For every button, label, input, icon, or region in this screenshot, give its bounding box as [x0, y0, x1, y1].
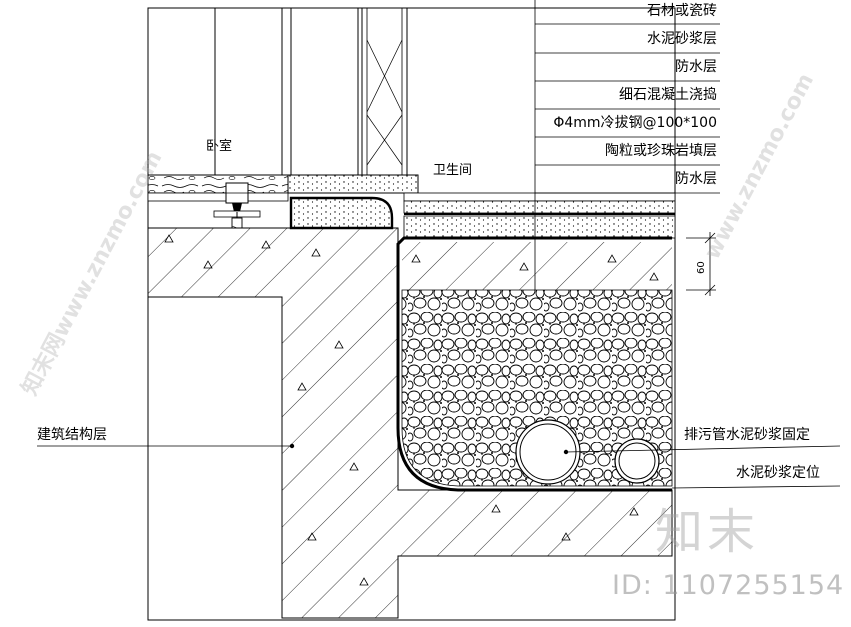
bedroom-label: 卧室 [206, 139, 233, 154]
callout-pipe-fix: 排污管水泥砂浆固定 [684, 427, 810, 443]
leader-lines [37, 443, 841, 489]
layer-label-fine-concrete: 细石混凝土浇捣 [619, 87, 717, 103]
layer-label-mortar: 水泥砂浆层 [647, 31, 717, 47]
layer-label-steel-mesh: Φ4mm冷拔钢@100*100 [553, 115, 717, 131]
dimension-label: 60 [696, 261, 707, 274]
layer-label-waterproof-1: 防水层 [675, 59, 717, 75]
layer-table [534, 0, 720, 290]
bathroom-floor-layers [396, 192, 676, 492]
watermark-id: ID: 1107255154 [612, 570, 845, 601]
callout-mortar-position: 水泥砂浆定位 [736, 465, 820, 481]
threshold-step [287, 174, 419, 230]
layer-label-waterproof-2: 防水层 [675, 171, 717, 187]
callout-structure-layer: 建筑结构层 [37, 427, 107, 443]
dimension-60 [686, 232, 716, 296]
watermark-brand: 知末 [655, 504, 760, 560]
layer-label-fill: 陶粒或珍珠岩填层 [605, 143, 717, 159]
wall-frame [214, 7, 408, 176]
bathroom-label: 卫生间 [433, 163, 473, 178]
layer-label-stone-tile: 石材或瓷砖 [647, 3, 717, 19]
